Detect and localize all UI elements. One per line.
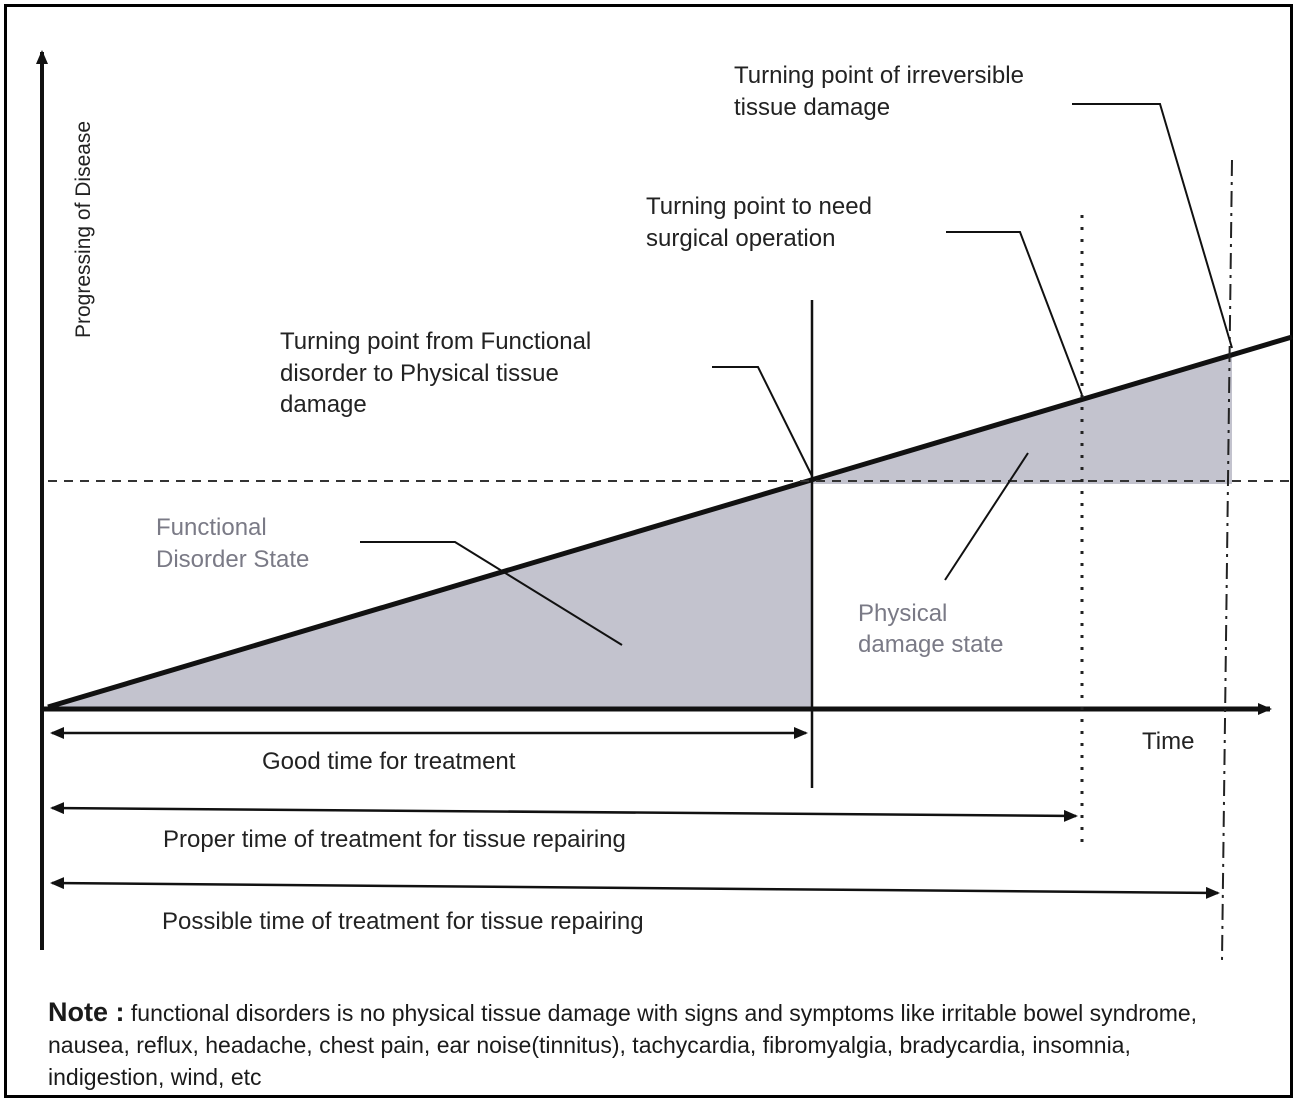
functional-to-physical-line2: disorder to Physical tissue — [280, 360, 559, 387]
irreversible-label-line1: Turning point of irreversible — [734, 62, 1024, 89]
functional-state-line1: Functional — [156, 514, 267, 541]
physical-state-line2: damage state — [858, 631, 1004, 658]
progression-line — [47, 334, 1293, 710]
leader-physical-state — [944, 452, 1029, 581]
functional-to-physical-line3: damage — [280, 391, 367, 418]
span-possible-arrow — [50, 877, 1220, 899]
span-proper-label: Proper time of treatment for tissue repa… — [163, 826, 626, 853]
surgical-label-line2: surgical operation — [646, 225, 836, 252]
turning-line-irreversible — [1221, 159, 1233, 961]
y-axis-label: Progressing of Disease — [72, 120, 95, 338]
physical-state-line1: Physical — [858, 600, 948, 627]
span-possible-label: Possible time of treatment for tissue re… — [162, 908, 644, 935]
leader-irreversible — [1072, 103, 1233, 349]
functional-state-line2: Disorder State — [156, 546, 310, 573]
leader-surgical — [946, 231, 1083, 396]
span-proper-arrow — [50, 802, 1078, 822]
leader-functional-state — [360, 541, 623, 646]
note-text: functional disorders is no physical tiss… — [48, 1000, 1198, 1090]
note-heading: Note : — [48, 997, 125, 1027]
span-good-label: Good time for treatment — [262, 748, 516, 775]
outer-frame — [4, 4, 1293, 1098]
x-axis-label: Time — [1142, 728, 1195, 755]
leader-functional-to-physical — [712, 366, 813, 477]
functional-to-physical-line1: Turning point from Functional — [280, 328, 592, 355]
surgical-label-line1: Turning point to need — [646, 193, 872, 220]
irreversible-label-line2: tissue damage — [734, 94, 891, 121]
note-block: Note : functional disorders is no physic… — [48, 996, 1224, 1093]
